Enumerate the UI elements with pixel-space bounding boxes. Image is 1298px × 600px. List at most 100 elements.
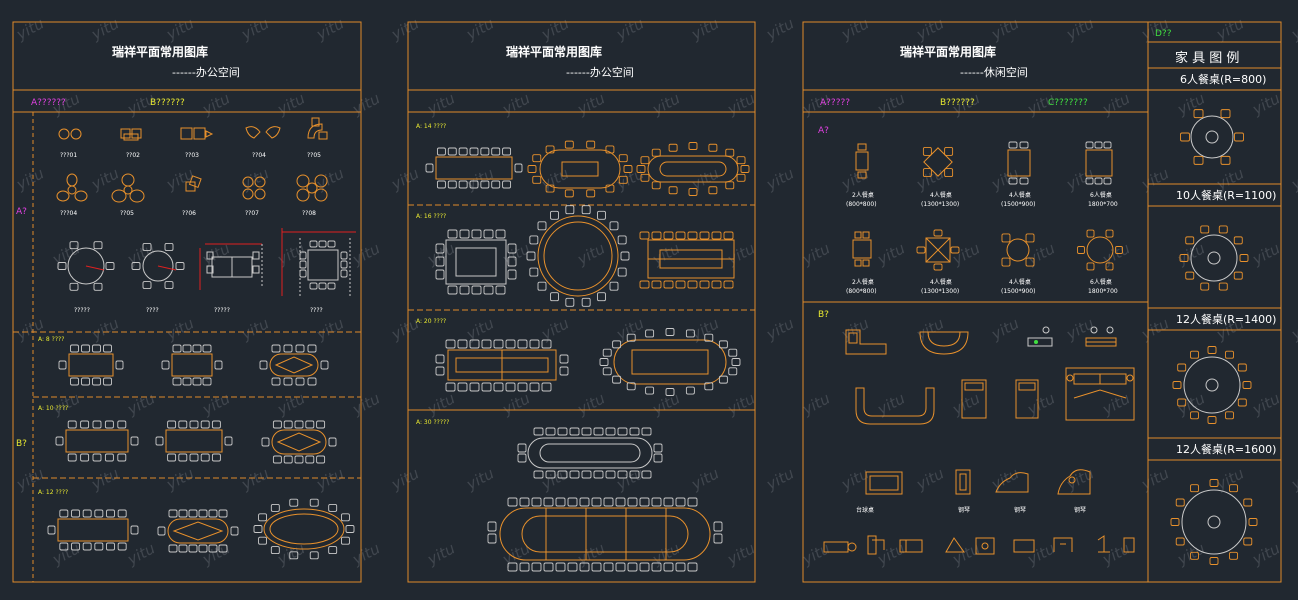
chair [564,140,574,149]
chair [106,509,115,518]
chair [67,453,77,462]
meeting-table-14-capsule [636,142,750,196]
misc-equipment-row [823,535,1135,555]
chair [675,280,686,289]
chair [593,427,604,436]
watermark-text: yitu [349,89,383,119]
chair [617,267,627,277]
watermark-text: yitu [1288,14,1298,44]
table-top [271,429,327,455]
dining-table-4-rect [1007,141,1031,185]
chair [688,142,698,150]
corner-sofa [845,329,887,355]
watermark-text: yitu [574,89,608,119]
chair [675,231,686,240]
chair [1233,236,1243,245]
chair [164,281,174,290]
sheet-office-2: 瑞祥平面常用图库 ------办公空间 A: 14 ???? A: 16 ???… [407,21,756,583]
item-label: ??06 [182,210,196,217]
chair [687,231,698,240]
chair [1170,518,1180,526]
meeting-table-12-oval [157,509,239,553]
chair [130,525,139,535]
chair [597,210,606,220]
chair [1105,229,1114,238]
meeting-table-12-ellipse [253,498,355,560]
chair [564,189,574,198]
legend-item: 12人餐桌(R=1600) [1176,442,1276,456]
item-label: 钢琴 [958,506,970,514]
chair [493,382,504,392]
chair [507,562,518,572]
watermark-text: yitu [1138,314,1172,344]
watermark-text: yitu [688,14,722,44]
chair [736,156,746,165]
chair [458,180,468,189]
meeting-table-10 [55,420,139,462]
chair [1207,346,1217,354]
chair [603,562,614,572]
chair [1193,109,1204,119]
watermark-text: yitu [838,14,872,44]
chair [713,521,723,532]
chair [94,509,104,518]
chair [740,165,750,173]
header-a: A?????? [31,98,66,108]
meeting-table-14 [425,147,523,189]
table-top [167,518,229,544]
chair [469,147,479,156]
chair [1085,177,1094,185]
chair [1190,411,1199,420]
chair [559,354,569,364]
chair [663,497,674,507]
chair [557,470,568,479]
watermark-text: yitu [1288,164,1298,194]
chair [487,533,497,544]
chair-set-03 [180,127,214,140]
table-inlay [276,432,322,452]
chair [640,173,650,182]
chair [581,470,592,479]
watermark-text: yitu [838,164,872,194]
watermark-text: yitu [613,164,647,194]
chair [218,544,228,553]
chair [483,285,494,295]
chair [623,165,633,173]
chair [447,285,458,295]
meeting-table-30-oval [517,427,663,479]
watermark-text: yitu [88,464,122,494]
chair [1239,254,1249,262]
dining-table-6-round [1077,229,1123,271]
svg-text:6人餐桌: 6人餐桌 [1090,191,1112,199]
table-top [165,429,223,453]
chair [517,443,527,453]
watermark-text: yitu [763,314,797,344]
round-table-medium [131,242,185,290]
chair [178,544,188,553]
chair [502,147,512,156]
watermark-text: yitu [463,14,497,44]
watermark-text: yitu [238,464,272,494]
chair [425,163,434,173]
item-label: ???04 [60,210,77,217]
chair [164,242,174,251]
svg-text:2人餐桌: 2人餐桌 [852,278,874,286]
chair [200,453,210,462]
watermark-text: yitu [238,164,272,194]
chair [178,453,188,462]
watermark-text: yitu [874,389,908,419]
chair [295,377,305,386]
chair [318,282,327,290]
chair [1220,155,1231,165]
chair [168,509,178,518]
chair [502,180,512,189]
chair [718,375,728,384]
chair [586,189,596,198]
chair [586,140,596,149]
item-label: ??07 [245,210,259,217]
chair [309,551,319,560]
table-caption: 2人餐桌(800*800) 4人餐桌(1300*1300) 4人餐桌(1500*… [846,278,1118,295]
chair [483,229,494,239]
watermark-text: yitu [988,14,1022,44]
round-table-small [57,241,115,291]
